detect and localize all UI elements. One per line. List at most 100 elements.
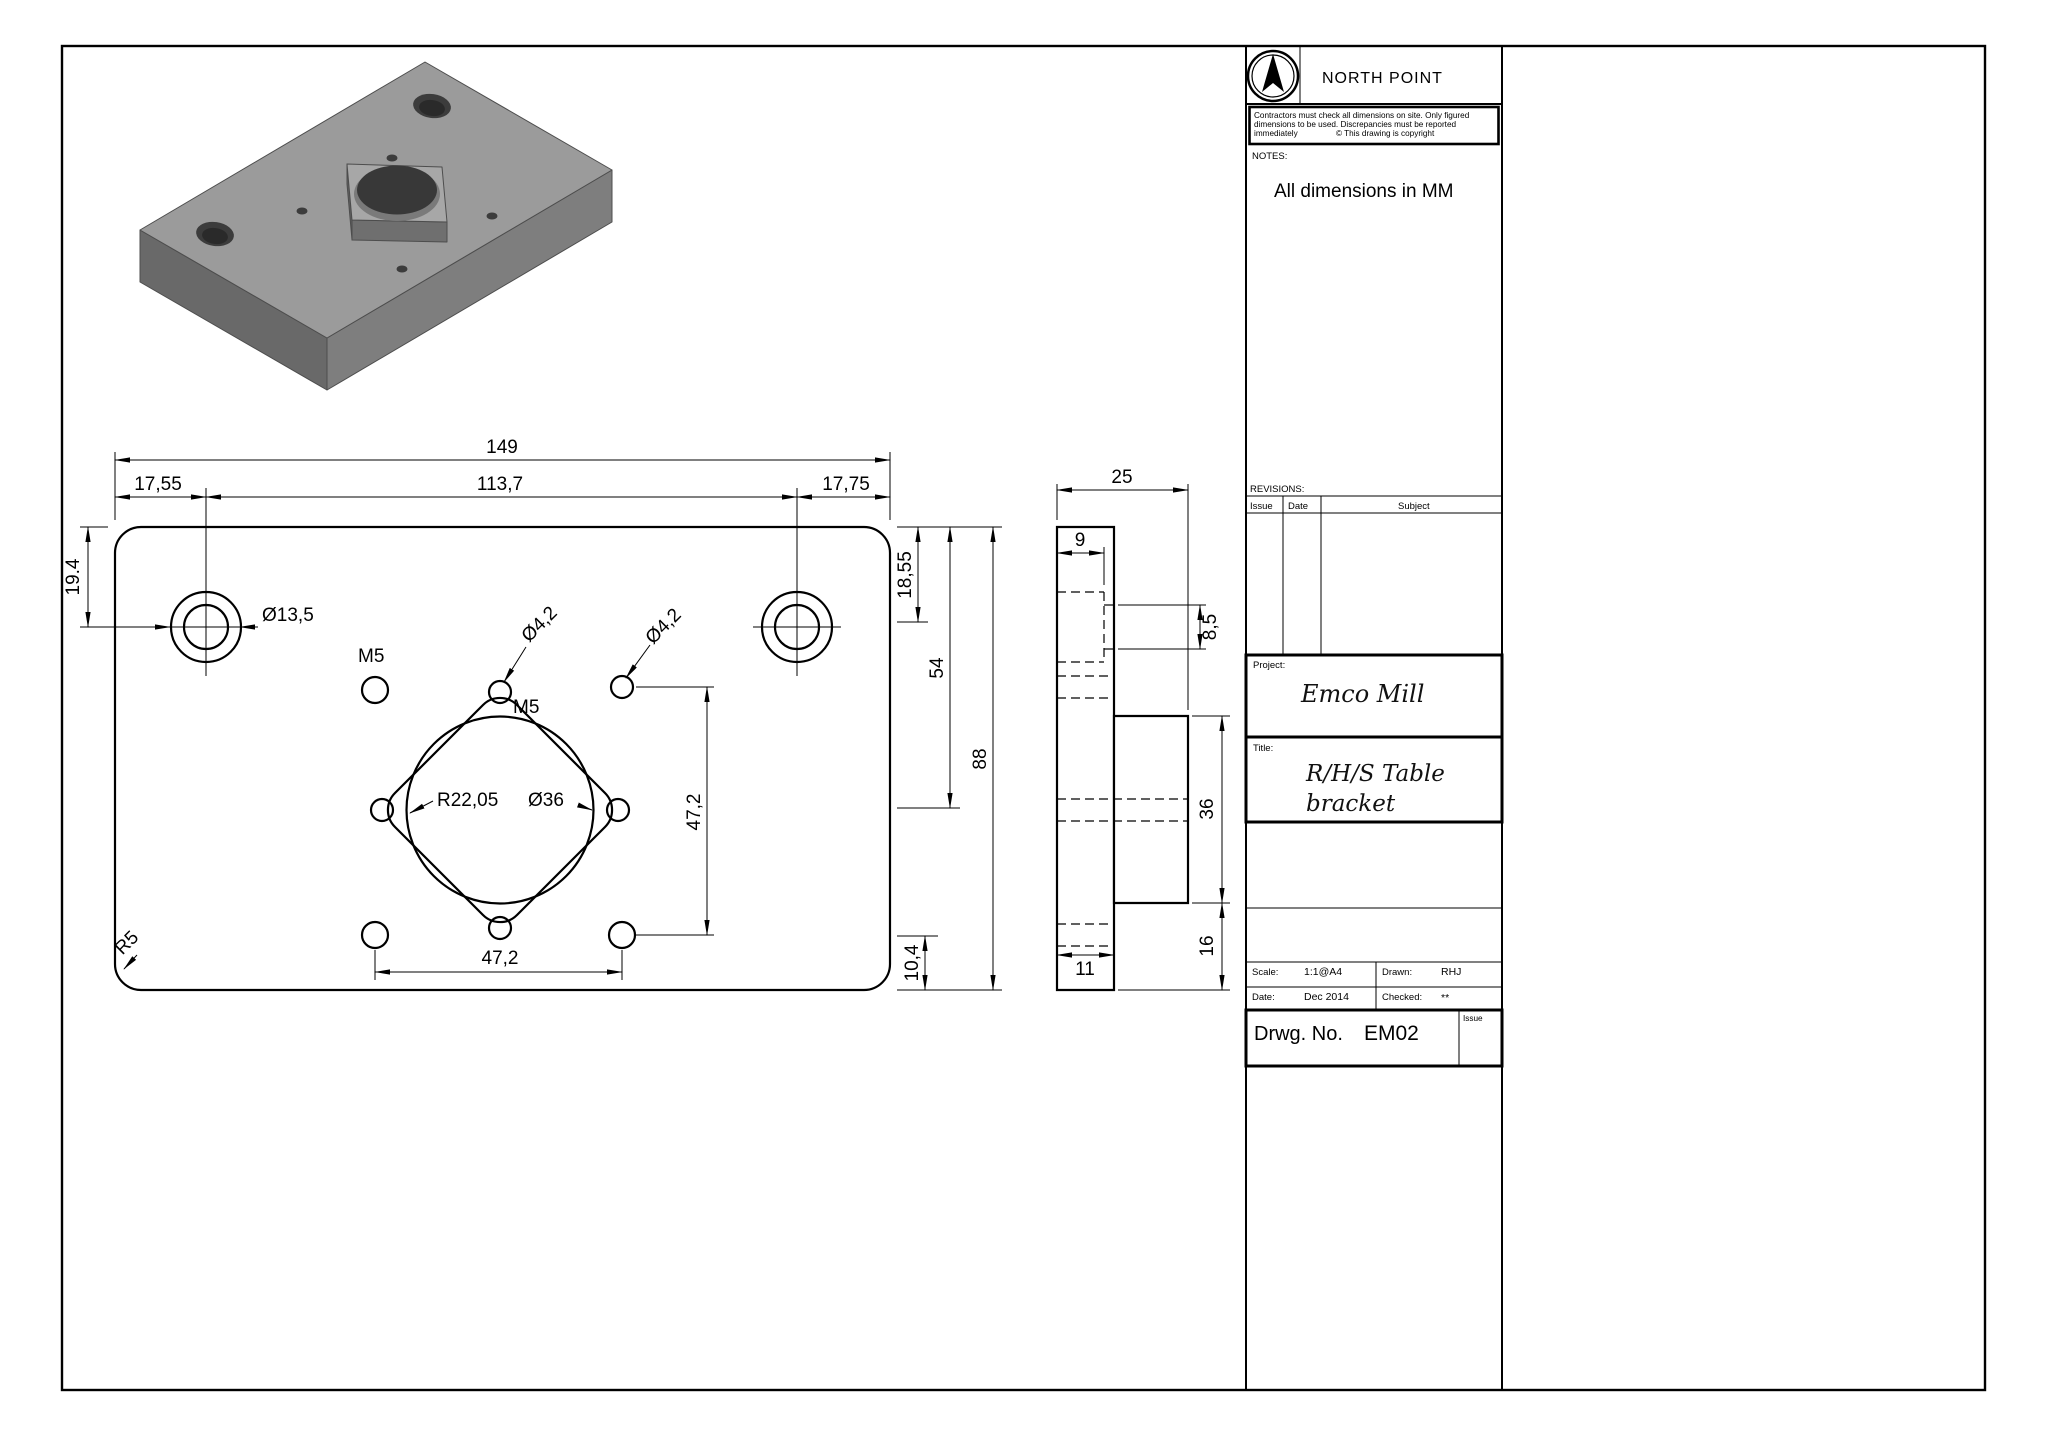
dim-text: 16 (1197, 935, 1218, 956)
checked-value: ** (1441, 992, 1449, 1004)
rev-col-issue: Issue (1250, 501, 1273, 512)
title-section: Title: R/H/S Table bracket (1244, 735, 1504, 824)
drwg-no-value: EM02 (1364, 1022, 1419, 1045)
leader-line (503, 646, 527, 683)
hole-4-2 (605, 797, 631, 823)
dim-text: 25 (1111, 467, 1132, 488)
boss-outline (386, 696, 614, 924)
dim-small-hole-1: Ø4,2 (503, 603, 562, 683)
revisions-section: REVISIONS: Issue Date Subject (1246, 484, 1502, 655)
dim-text: 17,75 (822, 474, 870, 495)
drawing-title: bracket (1306, 791, 1396, 817)
iso-bore (357, 165, 437, 215)
dim-text: 47,2 (482, 948, 519, 969)
hole-4-2 (609, 674, 635, 700)
dim-text: 17,55 (134, 474, 182, 495)
hole-m5 (360, 675, 390, 705)
dim-text: 88 (970, 748, 991, 769)
rev-col-subject: Subject (1398, 501, 1430, 512)
disclaimer-text: dimensions to be used. Discrepancies mus… (1254, 120, 1457, 129)
iso-boss-side-front (351, 219, 448, 243)
dim-side-bottom: 11 (1056, 952, 1115, 980)
dim-text: Ø4,2 (518, 603, 562, 647)
dim-bore: Ø36 (528, 790, 593, 811)
dim-right-stack: 18,55 54 88 10,4 (895, 526, 1002, 991)
leader-line (123, 954, 138, 970)
centrelines (170, 488, 841, 676)
dim-text: 149 (486, 437, 518, 458)
checked-label: Checked: (1382, 992, 1422, 1003)
dim-side-step: 9 (1056, 530, 1105, 585)
drwg-no-label: Drwg. No. (1254, 1023, 1343, 1045)
copyright-text: © This drawing is copyright (1336, 129, 1435, 138)
centre-bore (405, 715, 595, 905)
date-value: Dec 2014 (1304, 991, 1349, 1003)
title-label: Title: (1253, 743, 1273, 754)
iso-corner-hole (413, 93, 451, 119)
scale-value: 1:1@A4 (1304, 966, 1342, 978)
iso-small-holes (296, 154, 498, 273)
dim-text: 54 (927, 657, 948, 679)
dim-text: 8,5 (1200, 614, 1221, 640)
scale-label: Scale: (1252, 967, 1278, 978)
dim-cbore-hole: Ø13,5 (140, 605, 314, 630)
disclaimer-text: Contractors must check all dimensions on… (1254, 111, 1470, 120)
drawing-number-section: Drwg. No. EM02 Issue (1244, 1008, 1504, 1068)
drawn-label: Drawn: (1382, 967, 1412, 978)
iso-boss (346, 163, 448, 243)
scale-section: Scale: 1:1@A4 Drawn: RHJ Date: Dec 2014 … (1246, 961, 1502, 1010)
dim-bolt-span-v: 47,2 (636, 686, 714, 936)
title-block: NORTH POINT Contractors must check all d… (1244, 46, 1504, 1390)
north-arrow-icon (1246, 49, 1300, 103)
dim-text: 11 (1075, 959, 1095, 980)
dim-text: 9 (1075, 530, 1086, 551)
hidden-lines (1057, 591, 1188, 947)
iso-view (139, 61, 613, 391)
notes-label: NOTES: (1252, 151, 1287, 162)
north-point-section: NORTH POINT (1246, 46, 1502, 105)
notes-text: All dimensions in MM (1274, 181, 1454, 202)
side-plate-outline (1055, 525, 1116, 992)
front-view: 149 17,55 113,7 17,75 19.4 Ø13,5 M5 (63, 437, 1002, 992)
dim-text: 47,2 (684, 794, 705, 831)
leader-line (576, 802, 593, 811)
iso-corner-hole (196, 221, 234, 247)
dim-text: Ø4,2 (642, 605, 686, 649)
date-label: Date: (1252, 992, 1275, 1003)
dim-boss-radius: R22,05 (409, 790, 498, 814)
label-m5-mid: M5 (513, 697, 539, 718)
project-name: Emco Mill (1300, 680, 1424, 708)
dim-side-boss-height: 36 (1192, 715, 1230, 904)
hole-4-2 (369, 797, 395, 823)
notes-section: NOTES: All dimensions in MM (1252, 151, 1454, 202)
dim-text: Ø13,5 (262, 605, 314, 626)
dim-text: 19.4 (63, 558, 84, 595)
dim-overall-width: 149 (114, 437, 891, 520)
dim-text: 10,4 (902, 944, 923, 981)
side-boss-outline (1112, 714, 1190, 905)
dim-text: M5 (513, 697, 539, 718)
dim-side-hole: 8,5 (1118, 604, 1221, 650)
dim-text: M5 (358, 646, 384, 667)
label-m5-left: M5 (358, 646, 384, 667)
disclaimer-text: immediately (1254, 129, 1299, 138)
hole-4-2 (487, 915, 513, 941)
issue-label: Issue (1463, 1014, 1483, 1023)
dim-text: R22,05 (437, 790, 498, 811)
dim-text: 113,7 (477, 474, 523, 495)
north-arrow-icon (1262, 54, 1284, 92)
leader-line (625, 644, 651, 679)
dim-hole-offsets: 17,55 113,7 17,75 (114, 474, 891, 500)
plate-outline (113, 525, 892, 992)
hole-4-2 (487, 679, 513, 705)
drawn-value: RHJ (1441, 966, 1461, 978)
dim-small-hole-2: Ø4,2 (625, 605, 686, 679)
dim-side-width: 25 (1056, 467, 1189, 710)
dim-text: 36 (1197, 798, 1218, 819)
disclaimer-box: Contractors must check all dimensions on… (1248, 105, 1500, 146)
dim-side-bottom-right: 16 (1118, 902, 1230, 991)
leader-line (409, 800, 434, 814)
rev-col-date: Date (1288, 501, 1308, 512)
drawing-title: R/H/S Table (1305, 761, 1445, 787)
